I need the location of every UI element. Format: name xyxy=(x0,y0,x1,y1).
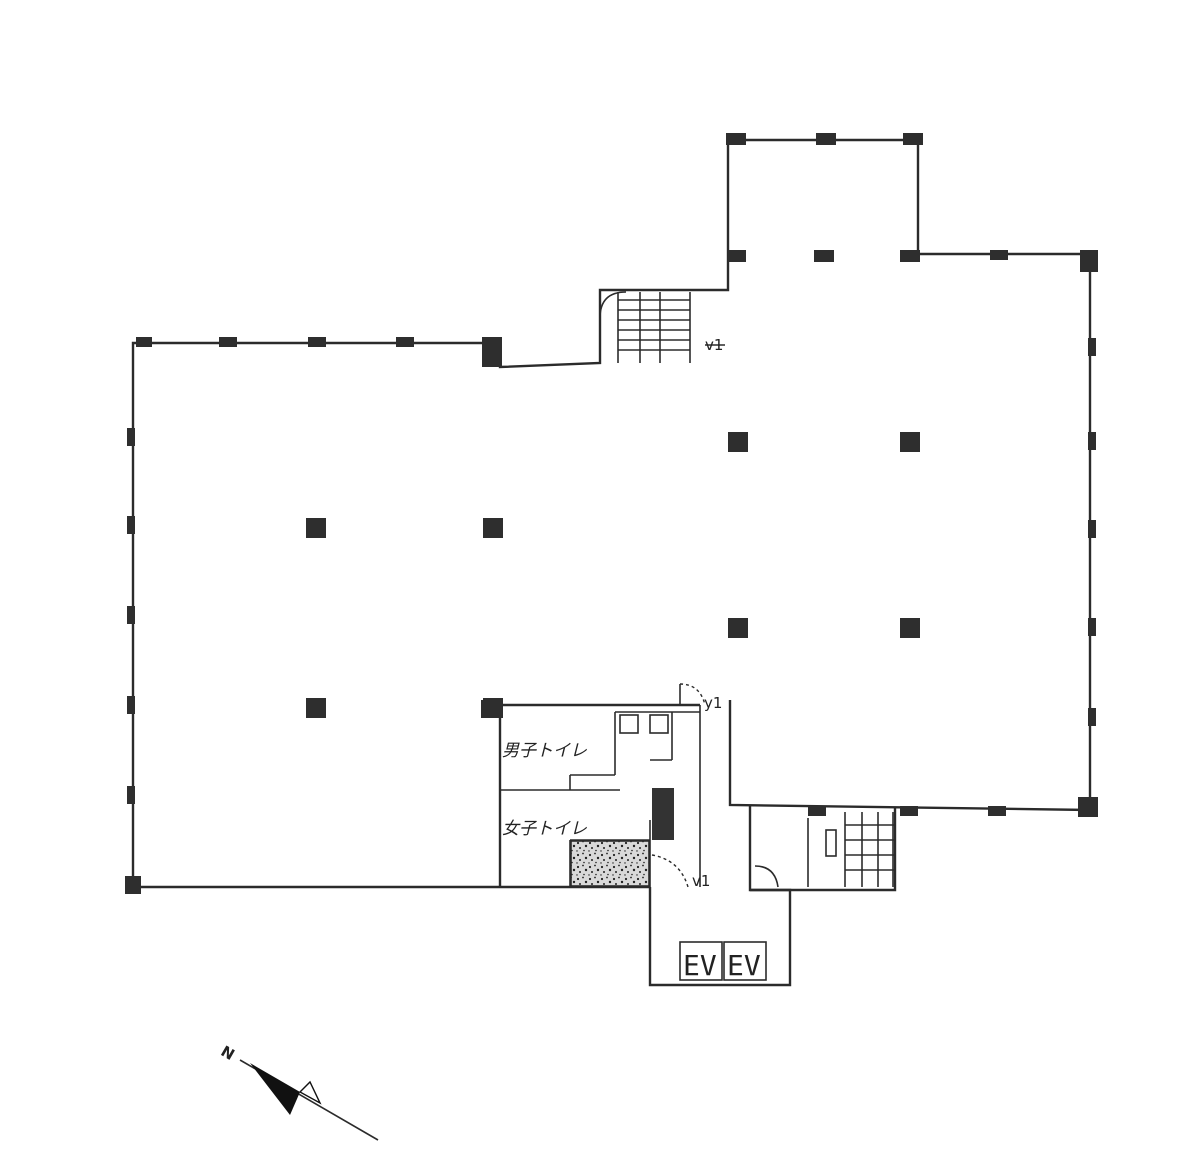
column xyxy=(127,428,135,446)
elevator-label: EV xyxy=(683,949,717,982)
marker-label: v1 xyxy=(705,336,723,354)
column xyxy=(988,806,1006,816)
column xyxy=(219,337,237,347)
column xyxy=(125,876,141,894)
marker-label: v1 xyxy=(692,872,710,890)
column xyxy=(306,518,326,538)
lower-stair xyxy=(807,812,895,887)
column xyxy=(1088,618,1096,636)
column xyxy=(136,337,152,347)
womens-toilet-label: 女子トイレ xyxy=(502,819,587,839)
elevator-label: EV xyxy=(727,949,761,982)
marker-label: y1 xyxy=(704,694,722,712)
column xyxy=(1088,432,1096,450)
column xyxy=(1088,708,1096,726)
column xyxy=(1088,520,1096,538)
column xyxy=(127,516,135,534)
column xyxy=(814,250,834,262)
columns xyxy=(125,133,1098,894)
column xyxy=(900,432,920,452)
column xyxy=(900,250,920,262)
column xyxy=(396,337,414,347)
column xyxy=(127,786,135,804)
column xyxy=(728,250,746,262)
column xyxy=(1080,250,1098,272)
column xyxy=(308,337,326,347)
upper-stair xyxy=(599,291,725,363)
column xyxy=(728,618,748,638)
column xyxy=(990,250,1008,260)
elevator-group: EV EV xyxy=(679,941,767,982)
north-label: N xyxy=(218,1042,238,1064)
door-swings xyxy=(651,683,779,888)
column xyxy=(483,518,503,538)
column xyxy=(127,696,135,714)
column xyxy=(1078,797,1098,817)
north-arrow: N xyxy=(218,1042,379,1141)
column xyxy=(900,618,920,638)
column xyxy=(808,806,826,816)
fixture-sink xyxy=(649,714,669,734)
pipe-shaft xyxy=(570,840,650,887)
fixture-sink xyxy=(619,714,639,734)
column xyxy=(481,700,503,718)
column xyxy=(306,698,326,718)
column xyxy=(482,337,502,367)
column xyxy=(903,133,923,145)
column xyxy=(127,606,135,624)
column xyxy=(726,133,746,145)
duct-strip xyxy=(652,788,674,840)
column xyxy=(816,133,836,145)
column xyxy=(900,806,918,816)
column xyxy=(1088,338,1096,356)
column xyxy=(728,432,748,452)
mens-toilet-label: 男子トイレ xyxy=(502,741,587,761)
